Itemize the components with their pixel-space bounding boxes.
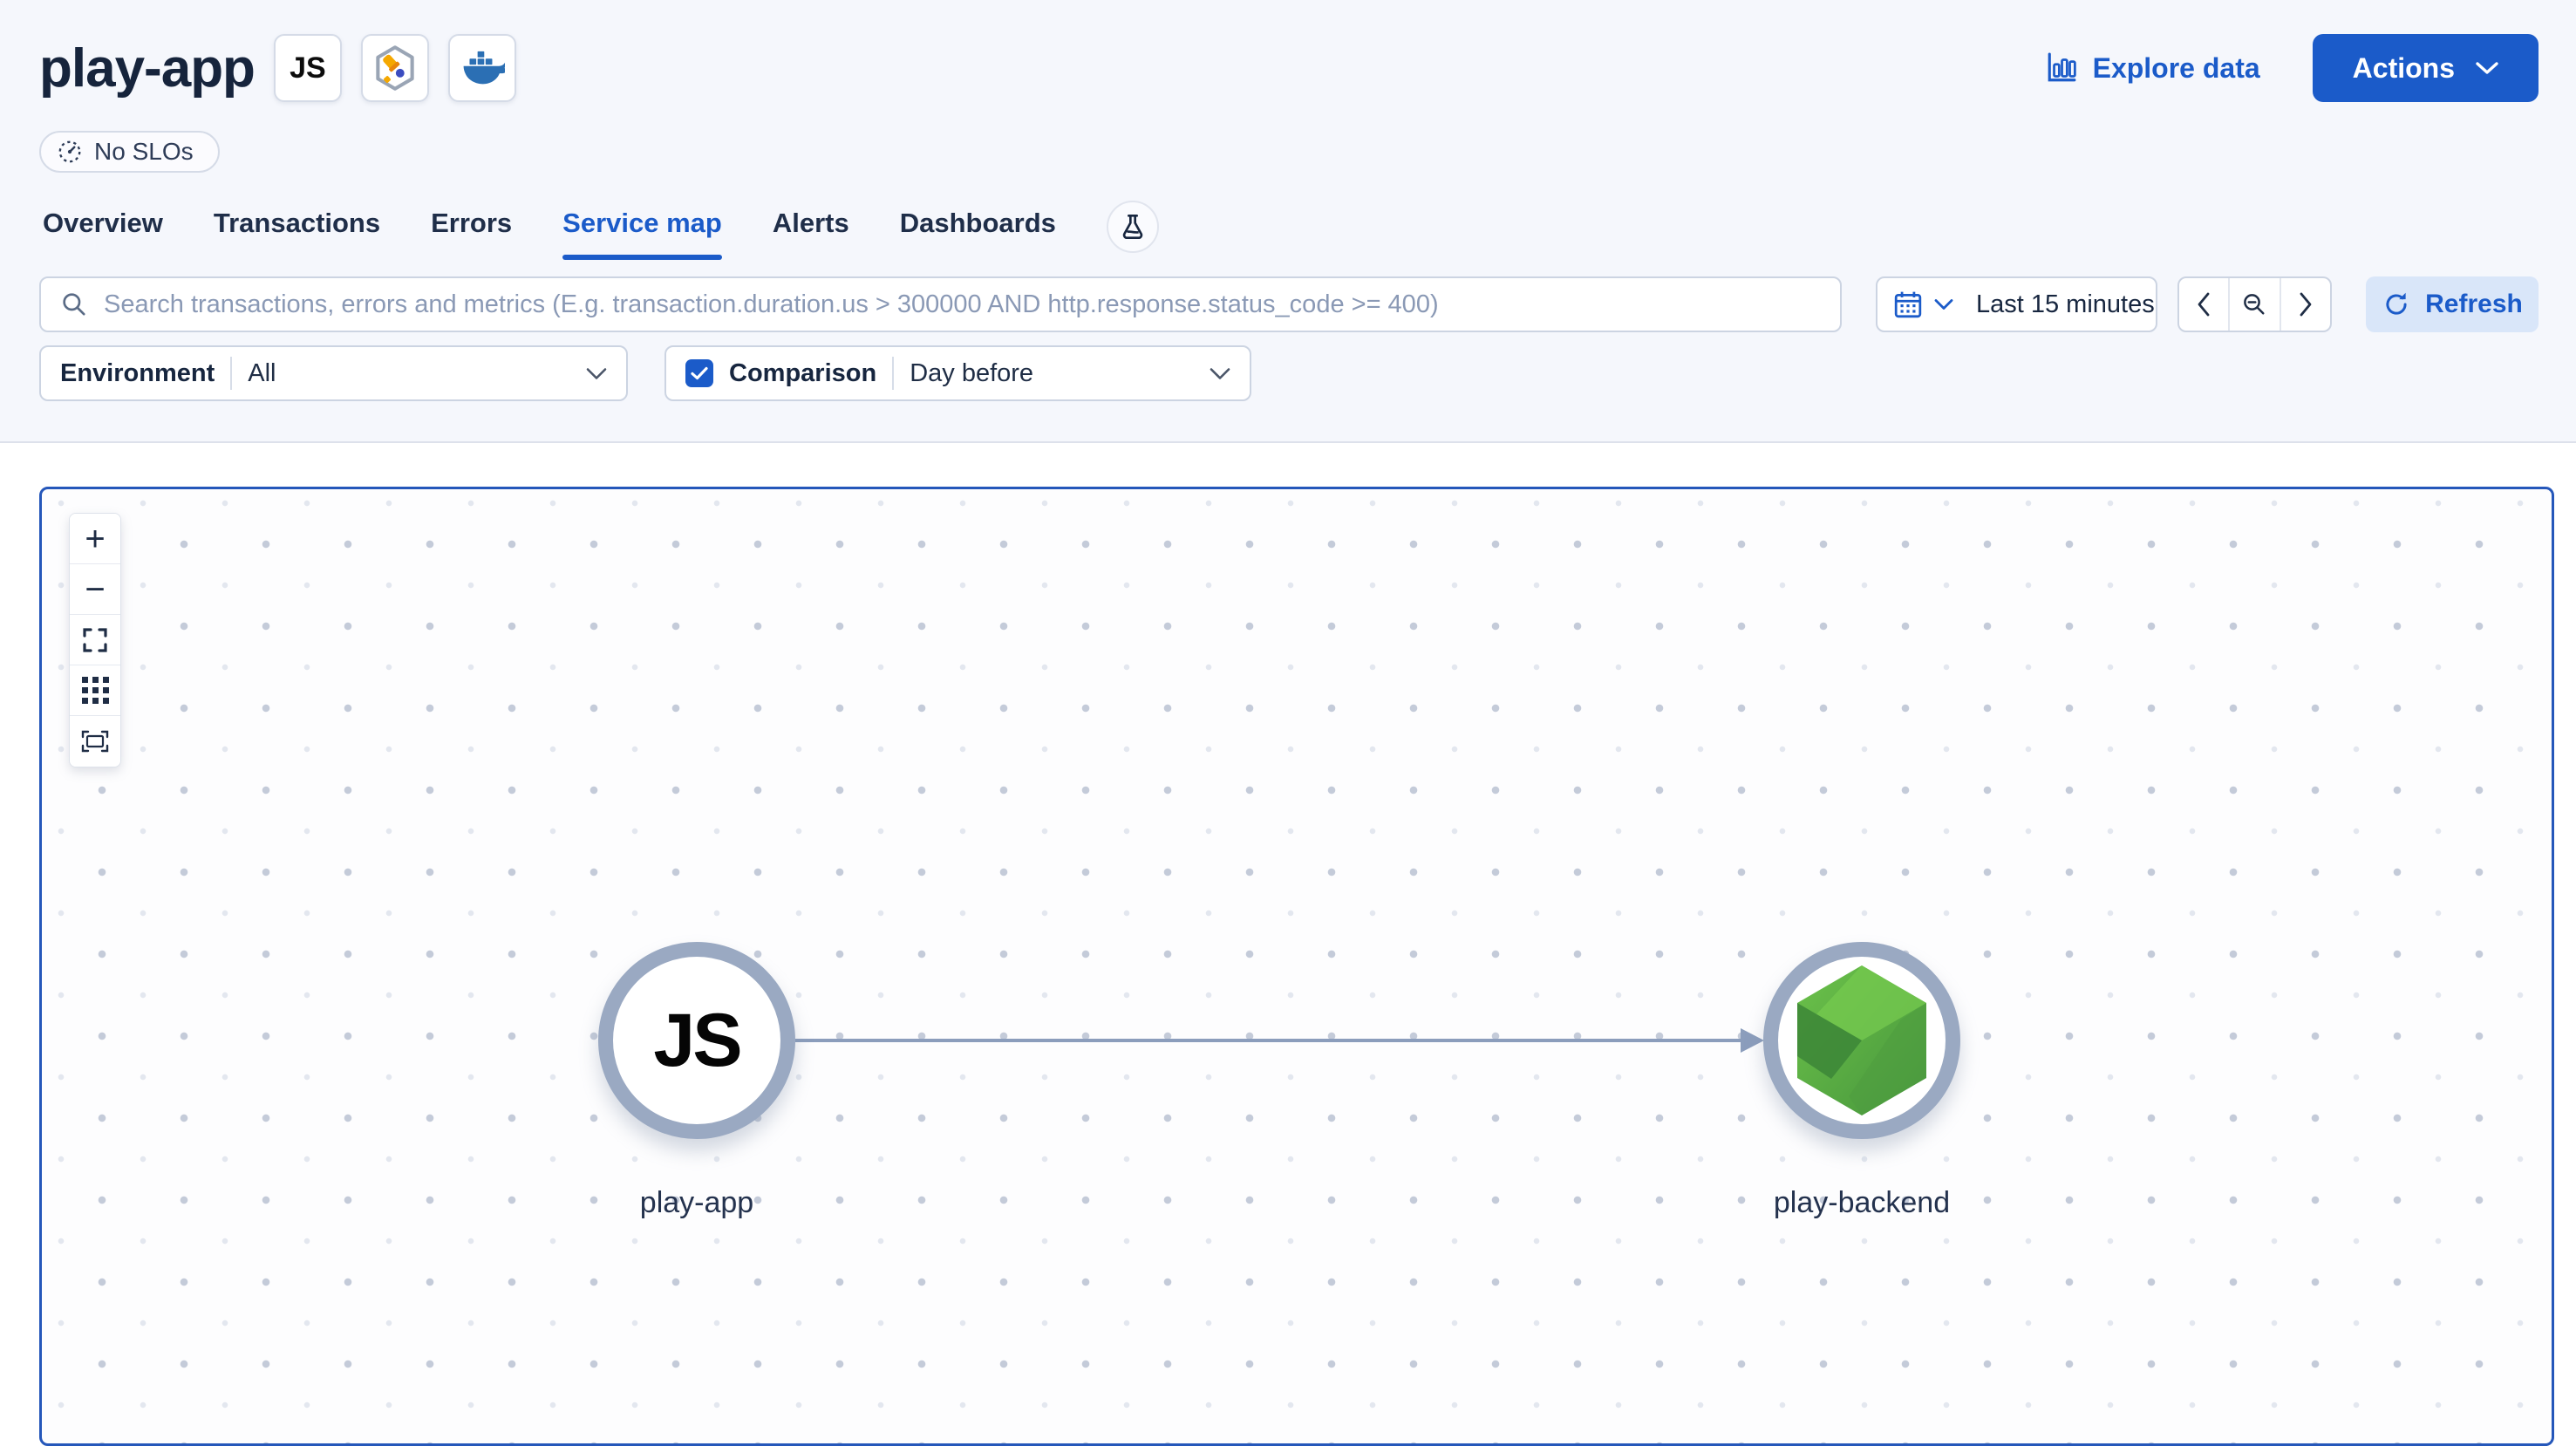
minus-icon: − (85, 570, 106, 609)
zoom-out-button[interactable]: − (70, 564, 120, 615)
chevron-down-icon (1210, 367, 1230, 380)
page-header-section: play-app JS (0, 0, 2576, 443)
divider (230, 357, 233, 390)
header-row: play-app JS (39, 33, 2539, 103)
tab-errors[interactable]: Errors (431, 208, 513, 238)
chevron-down-icon (2476, 61, 2498, 75)
slo-row: No SLOs (39, 131, 220, 173)
environment-label: Environment (60, 358, 215, 387)
zoom-out-time-button[interactable] (2230, 278, 2281, 331)
search-icon (60, 290, 88, 318)
explore-data-link[interactable]: Explore data (2046, 52, 2260, 85)
actions-button[interactable]: Actions (2312, 34, 2539, 102)
chevron-down-icon (1934, 298, 1953, 310)
comparison-label: Comparison (729, 358, 877, 387)
refresh-label: Refresh (2425, 290, 2523, 318)
page-title: play-app (39, 38, 256, 99)
opentelemetry-badge (360, 34, 429, 102)
fit-to-view-button[interactable] (70, 716, 120, 767)
gauge-icon (57, 139, 83, 165)
nodejs-icon (1796, 965, 1928, 1115)
tab-alerts[interactable]: Alerts (772, 208, 849, 238)
environment-select[interactable]: Environment All (39, 345, 628, 401)
node-play-app[interactable]: JS (598, 942, 795, 1139)
next-time-button[interactable] (2281, 278, 2330, 331)
plus-icon: + (85, 519, 106, 558)
refresh-icon (2382, 290, 2411, 319)
grid-layout-button[interactable] (70, 665, 120, 716)
explore-data-label: Explore data (2092, 51, 2260, 84)
slo-badge[interactable]: No SLOs (39, 131, 220, 173)
technical-preview-badge[interactable] (1106, 201, 1159, 253)
service-map-edge (795, 1039, 1741, 1042)
environment-value: All (248, 358, 276, 387)
tab-service-map[interactable]: Service map (562, 208, 722, 260)
tab-dashboards[interactable]: Dashboards (899, 208, 1056, 238)
time-range-picker[interactable]: Last 15 minutes (1876, 276, 2157, 332)
previous-time-button[interactable] (2179, 278, 2231, 331)
tab-overview[interactable]: Overview (43, 208, 163, 238)
filters-row: Environment All Comparison Day before (39, 345, 1251, 401)
grid-icon (81, 677, 88, 683)
docker-icon (460, 51, 505, 85)
javascript-icon: JS (653, 998, 742, 1082)
comparison-value: Day before (910, 358, 1034, 387)
time-range-label: Last 15 minutes (1976, 290, 2155, 318)
tab-transactions[interactable]: Transactions (213, 208, 381, 238)
tabs: Overview Transactions Errors Service map… (43, 201, 1159, 260)
service-map-canvas[interactable]: + − JS (39, 487, 2554, 1446)
time-nav-group (2177, 276, 2332, 332)
map-zoom-controls: + − (69, 513, 121, 767)
comparison-checkbox[interactable] (685, 359, 713, 387)
actions-label: Actions (2352, 51, 2455, 84)
flask-icon (1119, 213, 1147, 241)
bar-chart-icon (2046, 52, 2077, 84)
docker-badge (447, 34, 516, 102)
node-label-play-app: play-app (639, 1186, 754, 1219)
calendar-icon (1893, 290, 1923, 319)
comparison-select[interactable]: Comparison Day before (664, 345, 1251, 401)
slo-badge-label: No SLOs (94, 138, 194, 165)
zoom-in-button[interactable]: + (70, 514, 120, 564)
js-agent-badge: JS (273, 34, 342, 102)
node-label-play-backend: play-backend (1773, 1186, 1951, 1219)
search-input[interactable] (104, 290, 1821, 319)
divider (892, 357, 895, 390)
fullscreen-icon (82, 627, 108, 653)
node-play-backend[interactable] (1763, 942, 1960, 1139)
opentelemetry-icon (373, 44, 417, 92)
search-box (39, 276, 1842, 332)
search-toolbar: Last 15 minutes (39, 276, 2539, 332)
js-agent-label: JS (290, 51, 326, 85)
fullscreen-button[interactable] (70, 615, 120, 665)
refresh-button[interactable]: Refresh (2366, 276, 2539, 332)
edge-arrowhead-icon (1741, 1028, 1764, 1053)
fit-to-view-icon (81, 730, 109, 753)
chevron-down-icon (586, 367, 607, 380)
header-actions: Explore data Actions (2046, 34, 2539, 102)
